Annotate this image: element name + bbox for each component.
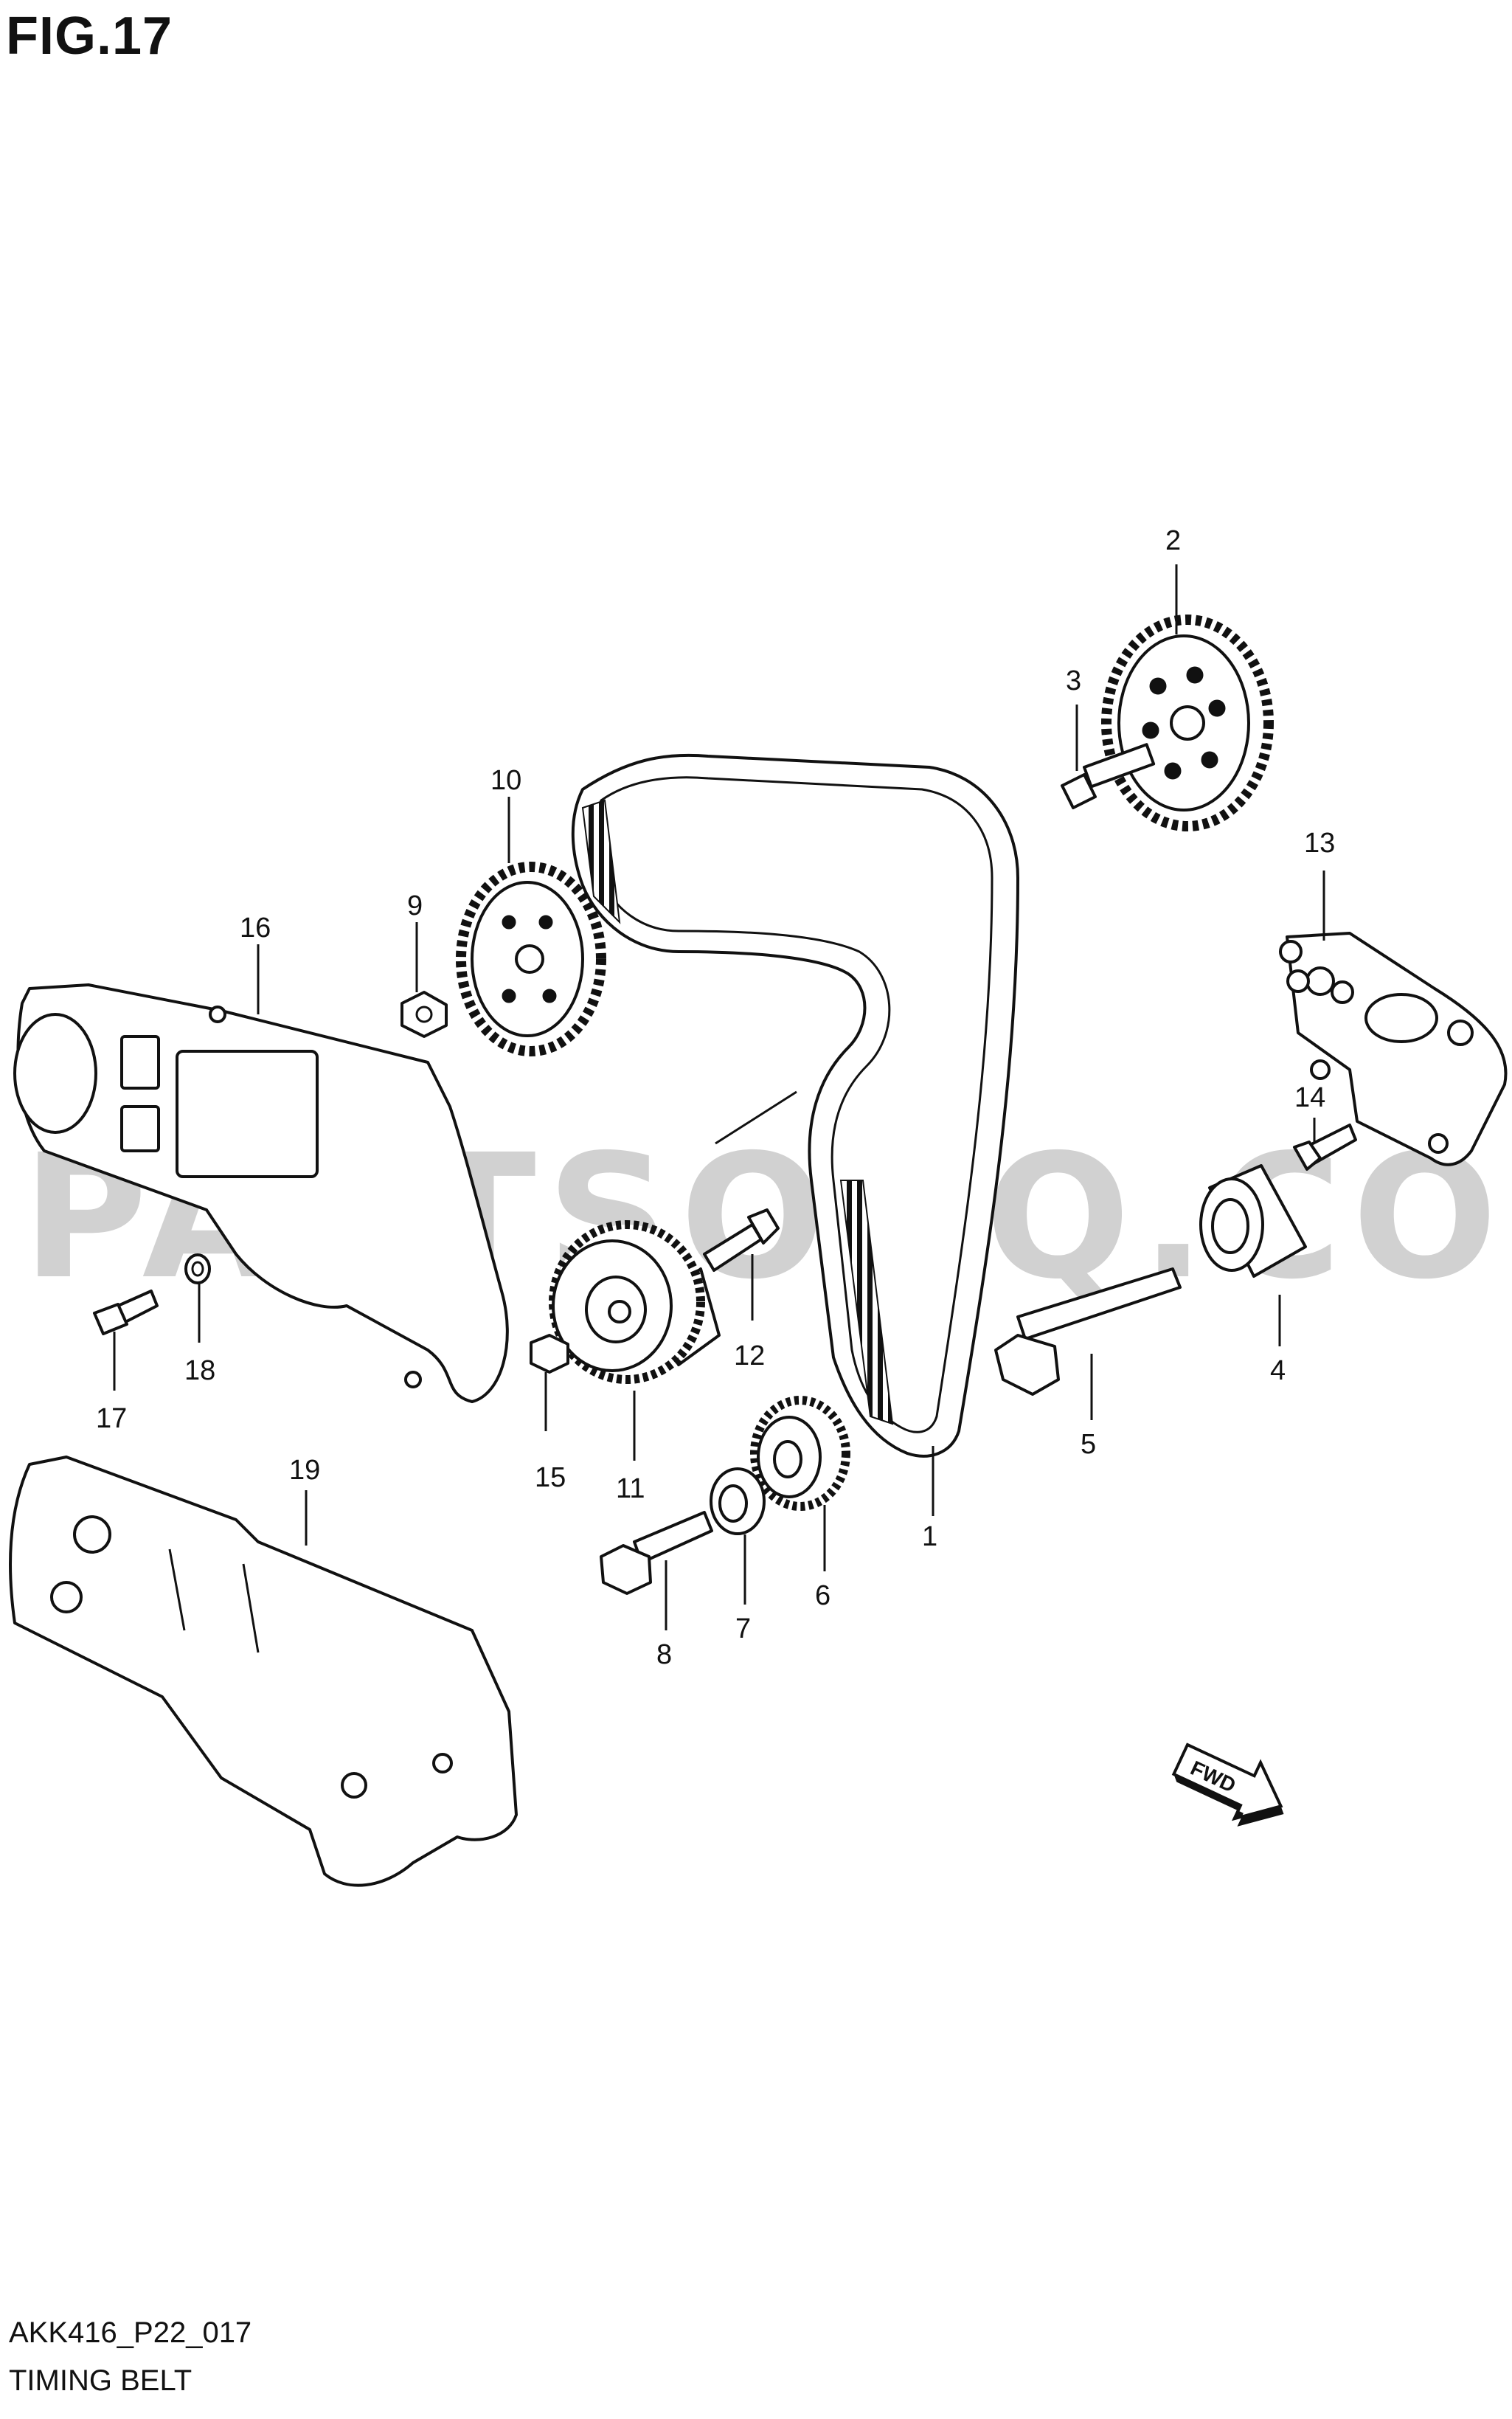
callout-3: 3	[1066, 665, 1081, 696]
callout-7: 7	[735, 1613, 751, 1644]
callout-9: 9	[407, 890, 423, 921]
part-17-cover-bolt[interactable]	[93, 1290, 159, 1335]
part-14-bracket-bolt[interactable]	[1293, 1124, 1357, 1171]
part-2-camshaft-pulley[interactable]	[1101, 615, 1274, 831]
callout-16: 16	[240, 913, 271, 944]
callout-19: 19	[289, 1455, 320, 1486]
callout-10: 10	[490, 765, 521, 796]
callout-12: 12	[734, 1340, 765, 1371]
callout-17: 17	[96, 1403, 127, 1434]
part-19-lower-belt-cover[interactable]	[9, 1456, 518, 1887]
callout-2: 2	[1165, 525, 1181, 556]
part-4-idler-pulley[interactable]	[1199, 1164, 1307, 1278]
part-11-tensioner-pulley[interactable]	[549, 1220, 721, 1384]
part-12-tensioner-bolt[interactable]	[703, 1208, 780, 1272]
callout-18: 18	[184, 1355, 215, 1386]
part-16-upper-belt-cover[interactable]	[13, 983, 509, 1403]
callout-13: 13	[1304, 828, 1335, 859]
part-7-washer[interactable]	[710, 1467, 766, 1535]
part-1-timing-belt[interactable]	[571, 753, 1019, 1458]
callout-11: 11	[616, 1473, 645, 1504]
forward-direction-arrow: FWD	[1171, 1743, 1284, 1827]
section-name: TIMING BELT	[9, 2364, 193, 2397]
part-10-pump-pulley[interactable]	[456, 862, 606, 1056]
figure-title: FIG.17	[6, 7, 173, 66]
part-5-long-bolt[interactable]	[994, 1267, 1182, 1396]
callout-5: 5	[1081, 1429, 1096, 1460]
part-13-bracket[interactable]	[1279, 932, 1508, 1166]
callout-14: 14	[1294, 1082, 1325, 1113]
callout-8: 8	[656, 1639, 672, 1670]
callout-15: 15	[535, 1462, 566, 1493]
part-9-nut[interactable]	[400, 991, 448, 1038]
leader-lines	[113, 564, 1325, 1630]
part-3-pulley-bolt[interactable]	[1061, 743, 1156, 809]
callout-1: 1	[922, 1521, 937, 1552]
callout-6: 6	[815, 1580, 830, 1611]
part-8-crankshaft-bolt[interactable]	[600, 1511, 713, 1595]
drawing-code: AKK416_P22_017	[9, 2316, 252, 2349]
callout-4: 4	[1270, 1355, 1286, 1386]
part-15-nut[interactable]	[530, 1334, 569, 1374]
part-18-cover-washer[interactable]	[184, 1253, 211, 1284]
part-6-crankshaft-pulley[interactable]	[750, 1396, 850, 1511]
